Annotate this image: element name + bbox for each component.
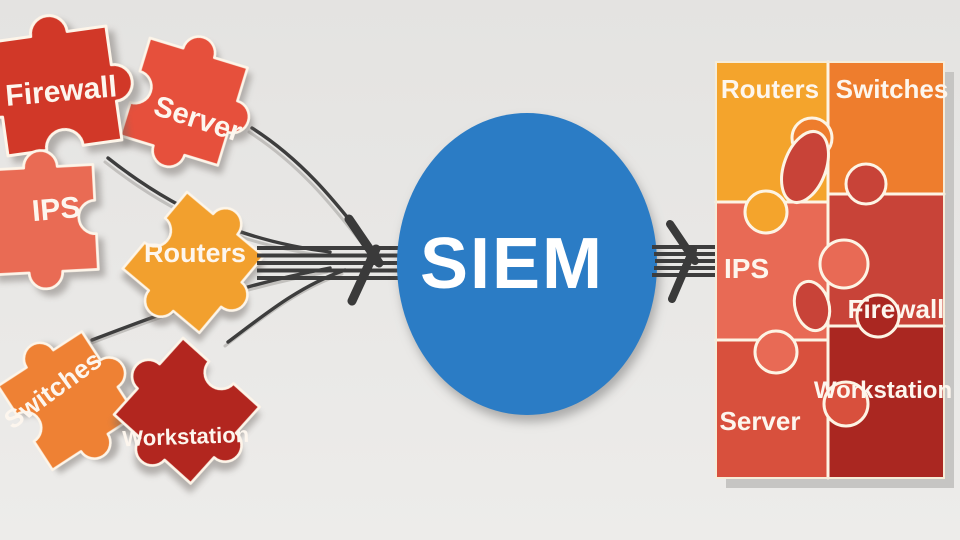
siem-label: SIEM: [420, 224, 604, 304]
panel-workstation-label: Workstation: [814, 377, 952, 404]
panel-firewall-label: Firewall: [848, 294, 945, 324]
knob-ips-into-server: [753, 329, 799, 375]
knob-firewall-arm-upper: [780, 129, 830, 205]
panel-server-label: Server: [720, 406, 801, 436]
panel-border: [715, 61, 945, 479]
knob-workstation-into-firewall: [855, 293, 901, 339]
knob-firewall-arm-lower: [792, 279, 832, 333]
flow-arrowhead-left: [344, 214, 384, 306]
knob-routers-into-ips: [743, 189, 789, 235]
knob-ips-into-firewall: [818, 238, 870, 290]
panel-ips-label: IPS: [724, 253, 769, 284]
left-piece-routers-label: Routers: [144, 238, 246, 268]
panel-switches-label: Switches: [836, 74, 949, 104]
panel-routers-label: Routers: [721, 74, 819, 104]
left-piece-ips-label: IPS: [31, 191, 82, 228]
assembled-puzzle-panel: Routers Switches IPS Firewall Server Wor…: [714, 60, 954, 488]
knob-firewall-into-switches: [844, 162, 888, 206]
knob-server-into-workstation: [822, 380, 870, 428]
connector-workstation: [226, 268, 347, 344]
panel-piece-switches: [828, 62, 944, 194]
left-piece-workstation-label: Workstation: [122, 422, 250, 451]
siem-node-circle: [397, 113, 657, 415]
flow-arrowhead-right: [666, 220, 699, 303]
panel-knobs: [743, 116, 901, 428]
